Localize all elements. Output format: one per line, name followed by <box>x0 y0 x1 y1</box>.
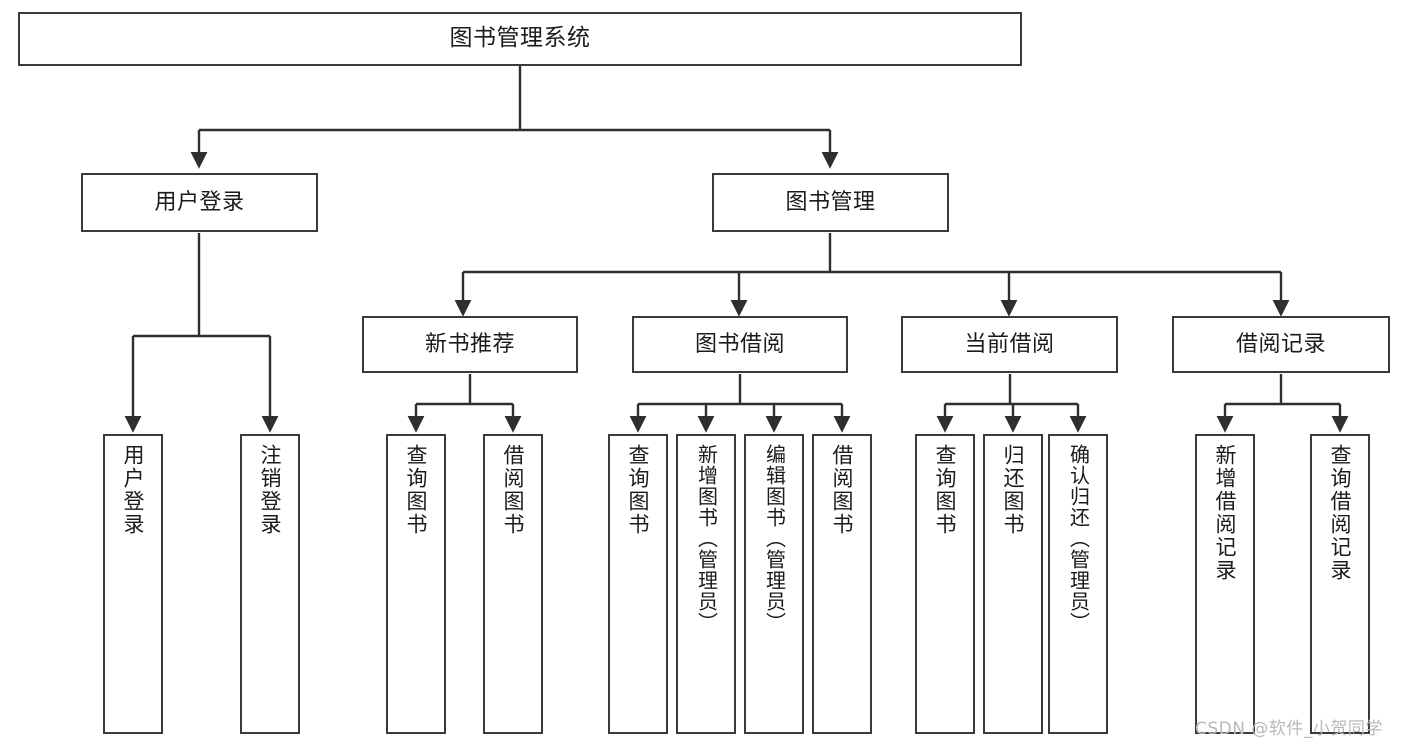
node-leaf-user-login[interactable]: 用户登录 <box>103 434 163 734</box>
node-leaf-query-book-2[interactable]: 查询图书 <box>608 434 668 734</box>
node-book-manage-label: 图书管理 <box>785 189 876 215</box>
node-leaf-return-book[interactable]: 归还图书 <box>983 434 1043 734</box>
node-leaf-borrow-book-1[interactable]: 借阅图书 <box>483 434 543 734</box>
node-leaf-add-book-label: 新增图书（管理员） <box>694 444 719 633</box>
node-current-borrow-label: 当前借阅 <box>964 331 1055 357</box>
node-leaf-logout[interactable]: 注销登录 <box>240 434 300 734</box>
node-leaf-query-record-label: 查询借阅记录 <box>1328 444 1353 582</box>
node-book-borrow[interactable]: 图书借阅 <box>632 316 848 373</box>
node-leaf-query-book-1[interactable]: 查询图书 <box>386 434 446 734</box>
node-root-label: 图书管理系统 <box>449 25 591 52</box>
node-book-borrow-label: 图书借阅 <box>694 331 785 357</box>
node-leaf-return-book-label: 归还图书 <box>1001 444 1026 536</box>
node-leaf-query-book-3[interactable]: 查询图书 <box>915 434 975 734</box>
node-leaf-confirm-return[interactable]: 确认归还（管理员） <box>1048 434 1108 734</box>
node-leaf-add-book[interactable]: 新增图书（管理员） <box>676 434 736 734</box>
node-new-book-recommend[interactable]: 新书推荐 <box>362 316 578 373</box>
node-borrow-record[interactable]: 借阅记录 <box>1172 316 1390 373</box>
watermark: CSDN @软件_小贺同学 <box>1195 719 1383 739</box>
node-borrow-record-label: 借阅记录 <box>1235 331 1326 357</box>
node-new-book-recommend-label: 新书推荐 <box>424 331 515 357</box>
node-leaf-query-book-3-label: 查询图书 <box>933 444 958 536</box>
node-current-borrow[interactable]: 当前借阅 <box>901 316 1118 373</box>
node-leaf-query-record[interactable]: 查询借阅记录 <box>1310 434 1370 734</box>
node-root[interactable]: 图书管理系统 <box>18 12 1022 66</box>
node-leaf-edit-book-label: 编辑图书（管理员） <box>762 444 787 633</box>
node-user-login[interactable]: 用户登录 <box>81 173 318 232</box>
node-leaf-add-record-label: 新增借阅记录 <box>1213 444 1238 582</box>
node-leaf-borrow-book-2[interactable]: 借阅图书 <box>812 434 872 734</box>
node-leaf-confirm-return-label: 确认归还（管理员） <box>1066 444 1091 633</box>
node-leaf-user-login-label: 用户登录 <box>121 444 146 536</box>
node-book-manage[interactable]: 图书管理 <box>712 173 949 232</box>
node-leaf-borrow-book-2-label: 借阅图书 <box>830 444 855 536</box>
node-leaf-borrow-book-1-label: 借阅图书 <box>501 444 526 536</box>
node-user-login-label: 用户登录 <box>154 189 245 215</box>
node-leaf-logout-label: 注销登录 <box>258 444 283 536</box>
node-leaf-edit-book[interactable]: 编辑图书（管理员） <box>744 434 804 734</box>
node-leaf-add-record[interactable]: 新增借阅记录 <box>1195 434 1255 734</box>
node-leaf-query-book-2-label: 查询图书 <box>626 444 651 536</box>
node-leaf-query-book-1-label: 查询图书 <box>404 444 429 536</box>
